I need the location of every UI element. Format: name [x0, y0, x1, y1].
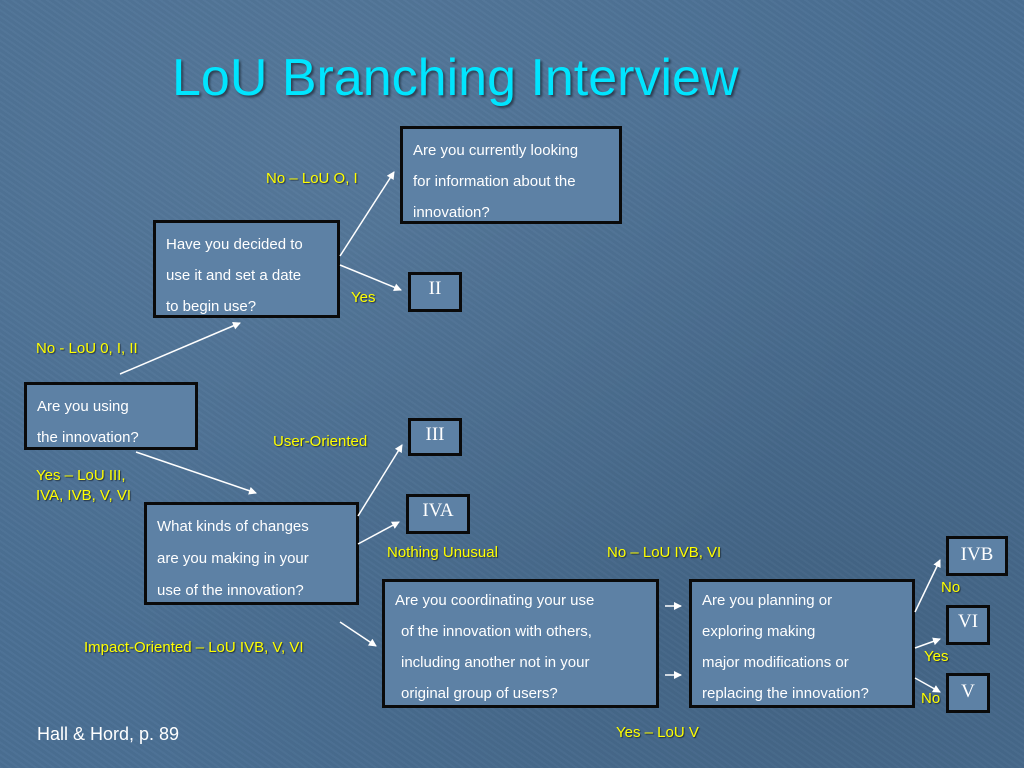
arrow-yes-to-changes — [135, 451, 257, 495]
question-line: use of the innovation? — [157, 582, 304, 599]
question-line: are you making in your — [157, 550, 309, 567]
arrow-planning-to-vi — [914, 637, 941, 649]
level-box-iva: IVA — [406, 494, 470, 534]
question-line: for information about the — [413, 173, 576, 190]
arrow-planning-to-v — [914, 677, 941, 693]
level-box-ii: II — [408, 272, 462, 312]
label-no-v: No — [921, 690, 941, 707]
slide-title: LoU Branching Interview — [172, 49, 739, 107]
label-no-ivb: No — [941, 579, 961, 596]
question-line: Are you planning or — [702, 592, 833, 609]
level-box-iii: III — [408, 418, 462, 456]
label-no-lou-ivb-vi: No – LoU IVB, VI — [607, 544, 722, 561]
arrow-yes-to-ii — [339, 264, 402, 292]
question-line: use it and set a date — [166, 267, 302, 284]
question-box-planning: Are you planning or exploring making maj… — [689, 579, 915, 708]
question-line: Have you decided to — [166, 236, 303, 253]
arrow-planning-to-ivb — [914, 559, 941, 613]
label-no-lou-0-i: No – LoU O, I — [266, 170, 358, 187]
question-box-changes: What kinds of changes are you making in … — [144, 502, 359, 605]
arrow-nothing-to-iva — [357, 521, 400, 545]
arrow-user-to-iii — [357, 444, 403, 517]
question-line: of the innovation with others, — [401, 623, 592, 640]
label-yes-lou-iii-line2: IVA, IVB, V, VI — [36, 487, 132, 504]
question-line: original group of users? — [401, 685, 558, 702]
level-box-v: V — [946, 673, 990, 713]
question-line: the innovation? — [37, 429, 139, 446]
arrow-impact-to-coordinating — [339, 621, 377, 647]
question-line: Are you currently looking — [413, 142, 579, 159]
question-line: Are you coordinating your use — [395, 592, 595, 609]
citation-footer: Hall & Hord, p. 89 — [37, 724, 180, 744]
question-line: exploring making — [702, 623, 816, 640]
arrow-no-to-decided — [119, 322, 241, 375]
arrow-no-to-looking — [339, 171, 395, 257]
level-box-vi: VI — [946, 605, 990, 645]
question-box-coordinating: Are you coordinating your use of the inn… — [382, 579, 659, 708]
question-box-using: Are you using the innovation? — [24, 382, 198, 450]
label-impact-oriented: Impact-Oriented – LoU IVB, V, VI — [84, 639, 304, 656]
label-yes-lou-iii-line1: Yes – LoU III, — [36, 467, 126, 484]
question-box-looking: Are you currently looking for informatio… — [400, 126, 622, 224]
label-yes-lou-v: Yes – LoU V — [616, 724, 699, 741]
question-line: replacing the innovation? — [702, 685, 869, 702]
label-nothing-unusual: Nothing Unusual — [387, 544, 498, 561]
question-line: to begin use? — [166, 298, 257, 315]
question-line: Are you using — [37, 398, 129, 415]
label-no-lou-0-i-ii: No - LoU 0, I, II — [36, 340, 138, 357]
question-box-decided: Have you decided to use it and set a dat… — [153, 220, 340, 318]
label-yes-decided: Yes — [351, 289, 376, 306]
label-user-oriented: User-Oriented — [273, 433, 368, 450]
question-line: What kinds of changes — [157, 518, 309, 535]
question-line: including another not in your — [401, 654, 590, 671]
level-box-ivb: IVB — [946, 536, 1008, 576]
question-line: major modifications or — [702, 654, 849, 671]
label-yes-vi: Yes — [924, 648, 949, 665]
question-line: innovation? — [413, 204, 490, 221]
